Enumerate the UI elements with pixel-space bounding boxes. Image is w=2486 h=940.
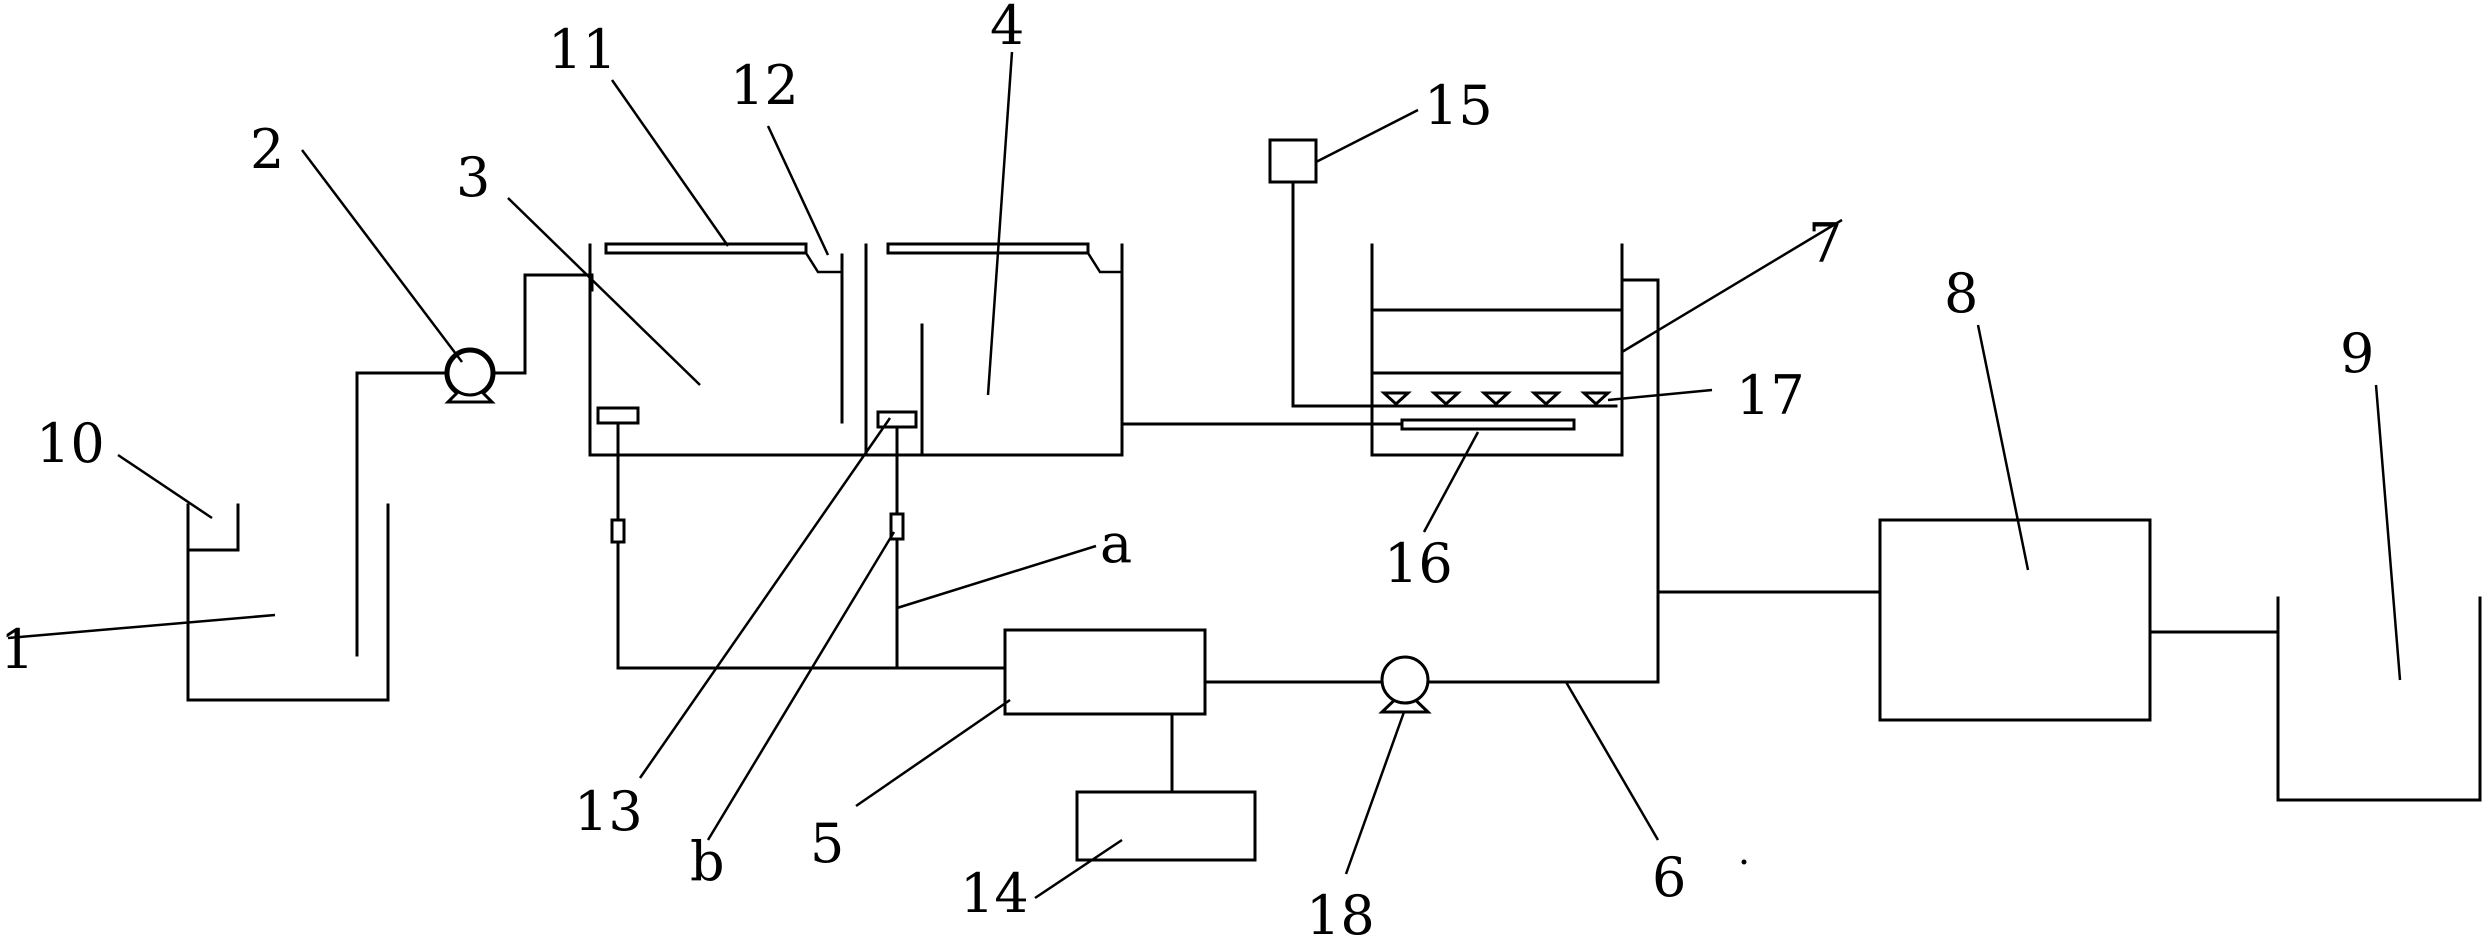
- label-2: 2: [250, 118, 284, 181]
- clean-water-tank-9: [2276, 596, 2482, 802]
- controller-5: [1003, 628, 1207, 716]
- reactor-tank-3: [588, 243, 1124, 457]
- effluent-column: [1620, 278, 1660, 684]
- raw-water-tank: [186, 503, 390, 702]
- label-b: b: [690, 830, 725, 893]
- aerator-row-17: [1380, 391, 1612, 407]
- label-11: 11: [548, 18, 617, 81]
- label-3: 3: [456, 146, 490, 209]
- label-6: 6: [1652, 846, 1686, 909]
- label-14: 14: [960, 862, 1029, 925]
- label-15: 15: [1424, 74, 1493, 137]
- label-8: 8: [1944, 262, 1978, 325]
- suction-pipe: [355, 371, 447, 657]
- tank-cover-4: [886, 242, 1090, 255]
- feed-pump: [444, 347, 496, 404]
- level-sensor-left: [596, 406, 640, 670]
- label-17: 17: [1736, 364, 1805, 427]
- blower-15: [1268, 138, 1318, 184]
- treatment-tank-7: [1370, 243, 1624, 457]
- label-9: 9: [2340, 322, 2374, 385]
- dosing-box: [186, 503, 240, 552]
- feed-pipe: [492, 273, 594, 375]
- air-line: [1291, 180, 1618, 408]
- label-7: 7: [1808, 212, 1842, 275]
- label-18: 18: [1306, 884, 1375, 940]
- return-pump-18: [1378, 655, 1432, 714]
- label-10: 10: [36, 412, 105, 475]
- leader-lines: [7, 51, 2402, 900]
- diffuser-plate-16: [1400, 418, 1576, 431]
- unit-8: [1878, 518, 2152, 722]
- overflow-weir-12: [804, 252, 1122, 274]
- tank-baffles: [840, 253, 924, 457]
- tank-cover-11: [604, 242, 808, 255]
- label-5: 5: [810, 812, 844, 875]
- label-13: 13: [574, 780, 643, 843]
- level-sensor-13: [876, 410, 918, 670]
- power-unit-14: [1075, 712, 1257, 862]
- label-1: 1: [0, 618, 34, 681]
- label-a: a: [1100, 512, 1132, 575]
- label-4: 4: [990, 0, 1024, 57]
- stray-dot: [1741, 859, 1747, 865]
- label-12: 12: [730, 54, 799, 117]
- label-16: 16: [1384, 532, 1453, 595]
